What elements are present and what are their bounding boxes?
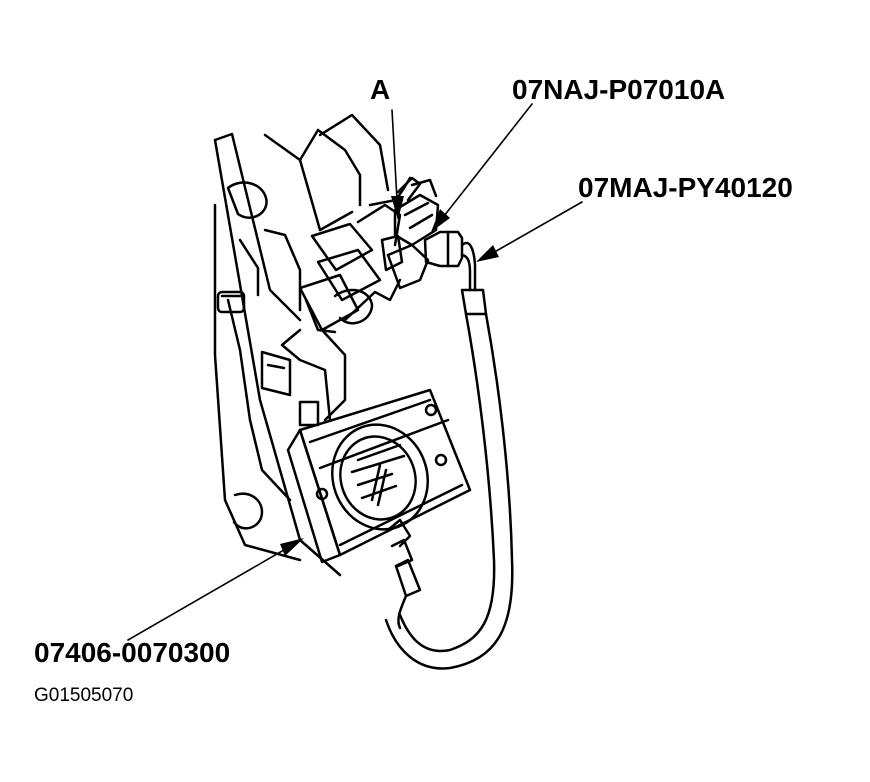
engine-block	[213, 113, 390, 577]
adapter-part-number: 07NAJ-P07010A	[512, 74, 726, 105]
gauge-part-number: 07406-0070300	[34, 637, 231, 668]
adapter-fitting	[380, 176, 440, 290]
gauge-hose	[384, 230, 514, 670]
callout-a-label: A	[370, 74, 391, 105]
leader-lines	[127, 103, 583, 641]
pressure-gauge	[286, 388, 472, 630]
figure-id: G01505070	[34, 685, 134, 706]
arrowheads	[280, 196, 499, 556]
hose-part-number: 07MAJ-PY40120	[578, 172, 793, 203]
